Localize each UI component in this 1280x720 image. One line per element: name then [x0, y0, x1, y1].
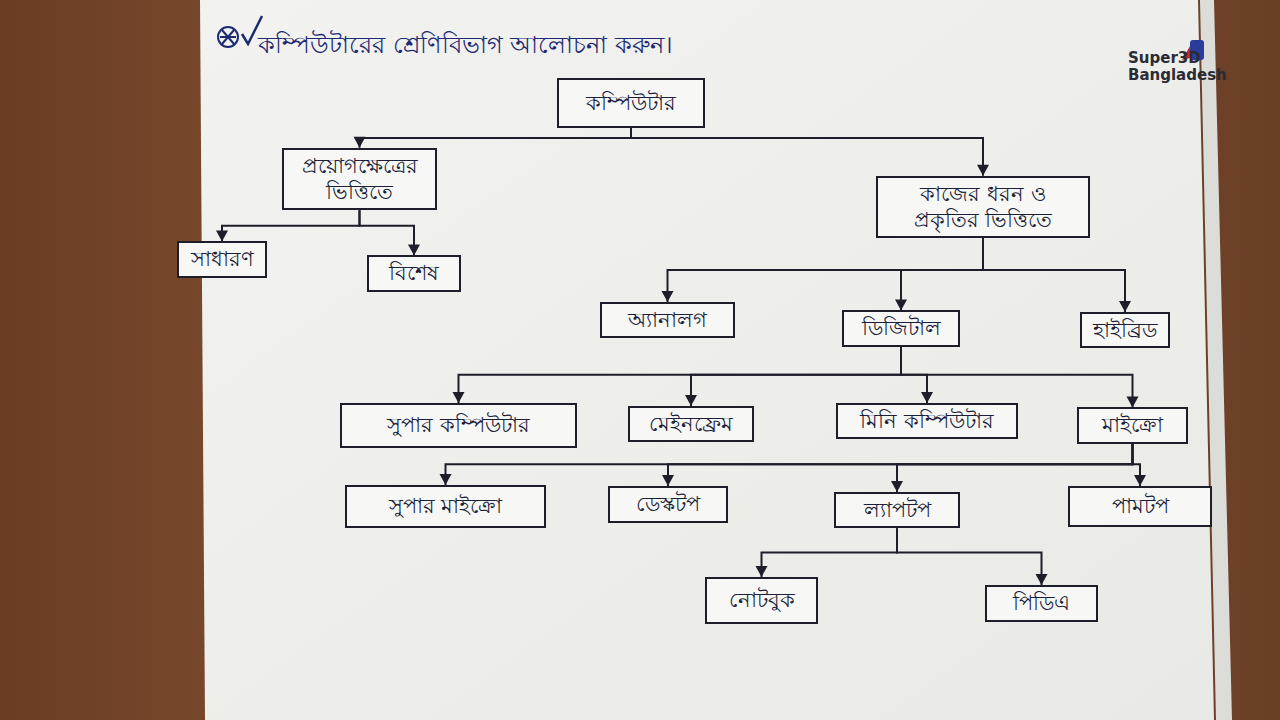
arrow-head [453, 392, 465, 403]
tree-connector [895, 238, 983, 310]
arrow-head [1119, 301, 1131, 312]
arrow-head [1127, 396, 1139, 407]
tree-connector [685, 347, 901, 406]
tree-box: পিডিএ [985, 585, 1098, 622]
box-label: হাইব্রিড [1093, 317, 1157, 343]
tree-connector [631, 128, 989, 176]
connector-line [901, 347, 1133, 408]
tree-box: পামটপ [1068, 486, 1212, 527]
box-label: মেইনফ্রেম [649, 411, 733, 437]
box-label: ল্যাপটপ [864, 497, 931, 523]
tree-box: ডিজিটাল [842, 310, 960, 346]
tree-box: মিনি কম্পিউটার [836, 403, 1018, 439]
connector-line [901, 238, 983, 310]
tree-box: কাজের ধরন ও প্রকৃতির ভিত্তিতে [876, 176, 1090, 239]
arrow-head [662, 475, 674, 486]
tree-connector [354, 128, 632, 148]
box-label: বিশেষ [389, 260, 439, 286]
box-label: ডিজিটাল [862, 315, 941, 341]
box-label: মাইক্রো [1102, 412, 1163, 438]
arrow-head [354, 137, 366, 148]
tree-box: অ্যানালগ [600, 302, 735, 338]
tree-box: হাইব্রিড [1080, 312, 1170, 348]
tree-connector [983, 238, 1131, 312]
box-label: কম্পিউটার [586, 90, 676, 116]
watermark: Super3D Bangladesh [1128, 50, 1224, 83]
paper-page [200, 0, 1214, 720]
box-label: পিডিএ [1013, 590, 1070, 616]
box-label: নোটবুক [729, 587, 795, 613]
tree-box: প্রয়োগক্ষেত্রের ভিত্তিতে [282, 148, 437, 211]
connector-line [222, 210, 360, 241]
connector-line [360, 210, 415, 255]
star-mark [218, 27, 238, 47]
tree-box: কম্পিউটার [557, 78, 705, 128]
box-label: সুপার কম্পিউটার [387, 412, 530, 438]
connector-line [631, 128, 983, 176]
tree-box: সাধারণ [177, 241, 267, 277]
tree-connector [901, 347, 1139, 408]
tree-connector [1133, 444, 1147, 486]
arrow-head [921, 392, 933, 403]
tree-connector [891, 444, 1133, 492]
box-label: কাজের ধরন ও প্রকৃতির ভিত্তিতে [888, 181, 1078, 234]
box-label: মিনি কম্পিউটার [860, 408, 994, 434]
tree-box: মেইনফ্রেম [628, 406, 754, 442]
tree-connector [897, 528, 1048, 585]
tree-connector [216, 210, 360, 241]
tree-box: ডেস্কটপ [608, 486, 728, 523]
arrow-head [895, 299, 907, 310]
box-label: সাধারণ [191, 246, 254, 272]
box-label: ডেস্কটপ [636, 491, 700, 517]
box-label: প্রয়োগক্ষেত্রের ভিত্তিতে [294, 153, 425, 206]
box-label: সুপার মাইক্রো [389, 493, 503, 519]
arrow-head [662, 291, 674, 302]
arrow-head [1036, 574, 1048, 585]
box-label: পামটপ [1112, 493, 1169, 519]
connector-line [897, 444, 1133, 492]
arrow-head [977, 165, 989, 176]
tree-box: মাইক্রো [1077, 407, 1188, 443]
arrow-head [891, 481, 903, 492]
connector-line [897, 528, 1042, 585]
tree-box: সুপার মাইক্রো [345, 485, 546, 528]
page-title: কম্পিউটারের শ্রেণিবিভাগ আলোচনা করুন। [258, 26, 673, 66]
tree-box: নোটবুক [705, 577, 818, 624]
connector-line [983, 238, 1125, 312]
arrow-head [685, 395, 697, 406]
arrow-head [1134, 475, 1146, 486]
box-label: অ্যানালগ [628, 307, 707, 333]
arrow-head [756, 566, 768, 577]
tree-box: সুপার কম্পিউটার [340, 403, 577, 448]
tree-box: ল্যাপটপ [834, 492, 960, 528]
tree-connector [360, 210, 421, 255]
arrow-head [408, 244, 420, 255]
connector-line [762, 528, 898, 577]
tree-box: বিশেষ [367, 255, 461, 291]
arrow-head [216, 230, 228, 241]
tree-connector [756, 528, 898, 577]
arrow-head [440, 474, 452, 485]
connector-line [691, 347, 901, 406]
connector-line [360, 128, 632, 148]
